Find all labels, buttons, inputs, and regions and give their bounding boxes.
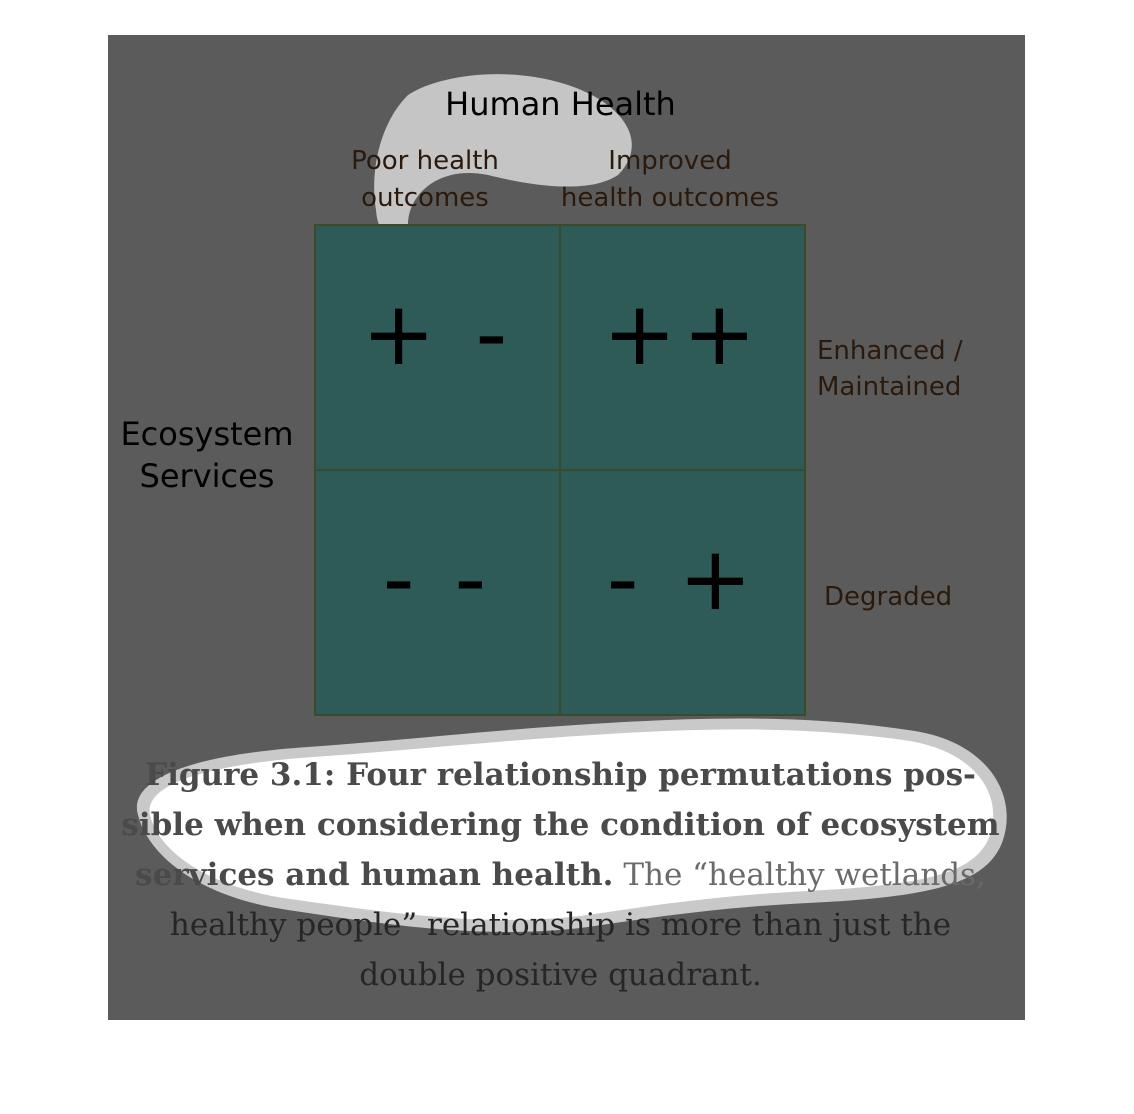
caption-line-2: sible when considering the condition of … <box>121 807 1000 843</box>
figure-caption: Figure 3.1: Four relationship permutatio… <box>108 750 1013 1000</box>
column-label-poor-health: Poor health outcomes <box>320 143 530 217</box>
quadrant-grid: + - ++ - - - + <box>314 224 806 716</box>
row-label-enhanced-line1: Enhanced / <box>817 336 963 366</box>
caption-line-3-bold: services and human health. <box>135 857 614 893</box>
quadrant-top-right-signs: ++ <box>602 282 763 385</box>
row-label-enhanced: Enhanced / Maintained <box>817 333 963 405</box>
row-label-degraded-line1: Degraded <box>824 582 953 612</box>
figure-panel: Human Health Poor health outcomes Improv… <box>108 35 1025 1020</box>
column-label-improved-line1: Improved <box>608 146 732 176</box>
caption-line-1: Figure 3.1: Four relationship permutatio… <box>145 757 976 793</box>
column-label-poor-line1: Poor health <box>351 146 499 176</box>
quadrant-bottom-right-signs: - + <box>606 527 759 630</box>
left-axis-line1: Ecosystem <box>120 415 294 453</box>
column-label-improved-line2: health outcomes <box>560 183 780 213</box>
column-label-poor-line2: outcomes <box>361 183 489 213</box>
caption-line-5: double positive quadrant. <box>359 957 762 993</box>
quadrant-bottom-left-signs: - - <box>382 527 493 630</box>
quadrant-top-left-signs: + - <box>361 282 514 385</box>
caption-line-3: services and human health. The “healthy … <box>108 850 1013 900</box>
caption-line-4: healthy people” relationship is more tha… <box>169 907 952 943</box>
quadrant-bottom-left: - - <box>316 470 560 714</box>
quadrant-top-right: ++ <box>560 226 804 470</box>
caption-line-3-normal: The “healthy wetlands, <box>613 857 986 893</box>
quadrant-bottom-right: - + <box>560 470 804 714</box>
left-axis-label: Ecosystem Services <box>113 413 301 497</box>
quadrant-top-left: + - <box>316 226 560 470</box>
row-label-enhanced-line2: Maintained <box>817 372 962 402</box>
column-label-improved-health: Improved health outcomes <box>548 143 792 217</box>
left-axis-line2: Services <box>139 457 275 495</box>
row-label-degraded: Degraded <box>824 579 952 615</box>
diagram-title: Human Health <box>445 85 676 123</box>
